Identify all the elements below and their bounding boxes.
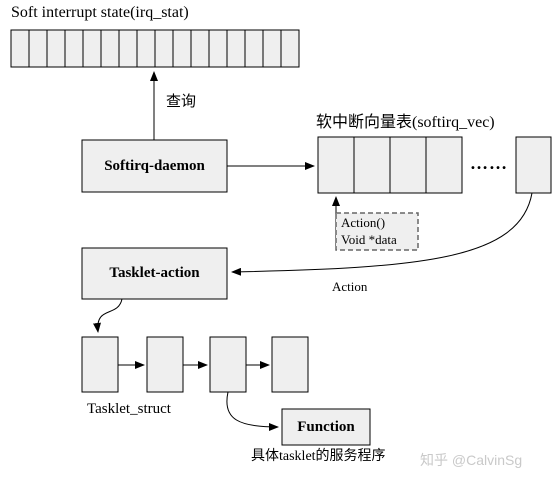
vec-to-tasklet-curve: [231, 192, 533, 276]
vec-cell: [425, 136, 463, 194]
function-label: Function: [297, 418, 355, 435]
tasklet-action-to-struct-curve: [93, 298, 123, 333]
irq-stat-cell: [154, 29, 174, 68]
tasklet-struct-node: [146, 336, 184, 393]
irq-stat-cell: [280, 29, 300, 68]
vec-ellipsis: ……: [470, 153, 508, 173]
irq-stat-cell: [262, 29, 282, 68]
action-box-line1: Action(): [341, 215, 386, 230]
vec-cell: [353, 136, 391, 194]
tasklet-action-box: [81, 247, 228, 300]
irq-stat-title: Soft interrupt state(irq_stat): [11, 4, 189, 21]
softirq-vec-title: 软中断向量表(softirq_vec): [316, 114, 495, 131]
irq-stat-cell: [172, 29, 192, 68]
tasklet-action-label: Tasklet-action: [109, 265, 200, 281]
irq-stat-cell: [118, 29, 138, 68]
vec-cell: [389, 136, 427, 194]
irq-stat-row: [10, 29, 300, 68]
zhihu-watermark: 知乎 @CalvinSg: [420, 452, 523, 468]
irq-stat-cell: [136, 29, 156, 68]
tasklet-struct-node: [209, 336, 247, 393]
function-caption: 具体tasklet的服务程序: [251, 449, 386, 464]
action-box-line2: Void *data: [341, 232, 397, 247]
irq-stat-cell: [10, 29, 30, 68]
irq-stat-cell: [208, 29, 228, 68]
struct-to-function-curve: [226, 391, 279, 431]
irq-stat-cell: [244, 29, 264, 68]
function-box: [281, 408, 371, 446]
tasklet-struct-node: [271, 336, 309, 393]
action-data-box: [335, 212, 419, 251]
irq-stat-cell: [64, 29, 84, 68]
action-label: Action: [332, 279, 368, 294]
irq-stat-cell: [100, 29, 120, 68]
irq-stat-cell: [226, 29, 246, 68]
query-label: 查询: [166, 94, 197, 110]
vec-cell-last: [515, 136, 552, 194]
irq-stat-cell: [82, 29, 102, 68]
tasklet-struct-node: [81, 336, 119, 393]
softirq-daemon-box: [81, 139, 228, 193]
irq-stat-cell: [28, 29, 48, 68]
irq-stat-cell: [46, 29, 66, 68]
softirq-daemon-label: Softirq-daemon: [104, 157, 205, 174]
vec-cell: [317, 136, 355, 194]
irq-stat-cell: [190, 29, 210, 68]
tasklet-struct-label: Tasklet_struct: [87, 401, 171, 417]
